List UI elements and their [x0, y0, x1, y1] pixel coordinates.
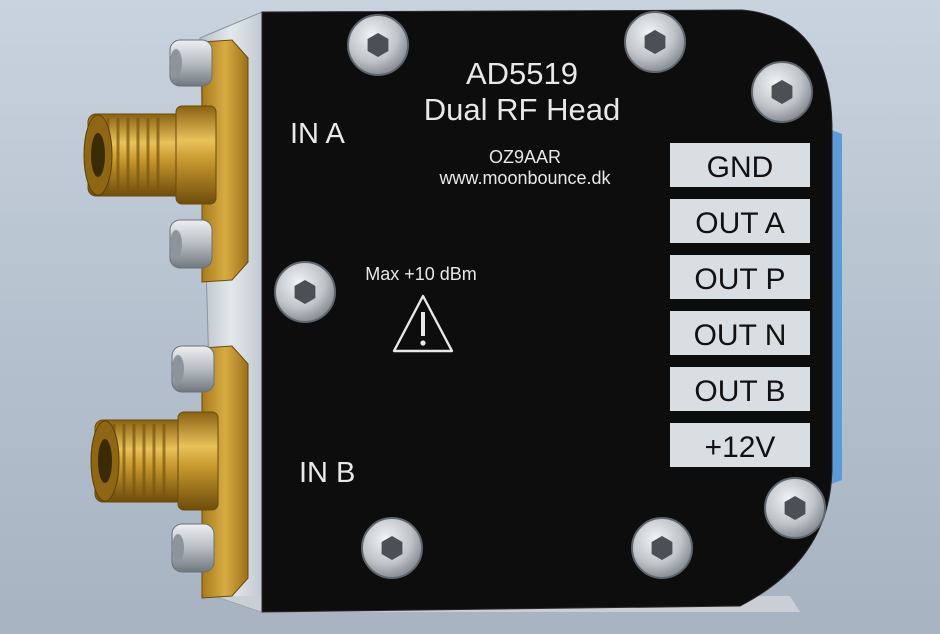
flange-screw-icon — [171, 345, 215, 393]
panel-screws — [274, 11, 826, 579]
panel-website: www.moonbounce.dk — [438, 168, 611, 188]
hex-screw-icon — [347, 14, 409, 76]
svg-text:OUT P: OUT P — [694, 263, 785, 296]
terminal-out-b: OUT B — [670, 367, 810, 411]
hex-screw-icon — [624, 11, 686, 73]
sma-connector-a[interactable] — [83, 105, 217, 205]
warning-text: Max +10 dBm — [365, 264, 477, 284]
input-label-a: IN A — [290, 118, 345, 150]
flange-screw-icon — [169, 39, 213, 87]
svg-text:+12V: +12V — [705, 431, 776, 464]
panel-callsign: OZ9AAR — [489, 147, 561, 167]
terminal-labels: GND OUT A OUT P OUT N OUT B +12V — [670, 143, 810, 467]
terminal-gnd: GND — [670, 143, 810, 187]
hex-screw-icon — [764, 477, 826, 539]
hex-screw-icon — [274, 261, 336, 323]
svg-text:OUT B: OUT B — [694, 375, 785, 408]
terminal-out-p: OUT P — [670, 255, 810, 299]
svg-text:OUT N: OUT N — [694, 319, 787, 352]
hex-screw-icon — [361, 517, 423, 579]
flange-screw-icon — [169, 219, 213, 269]
warning-triangle-icon — [392, 294, 454, 353]
terminal-out-n: OUT N — [670, 311, 810, 355]
svg-text:GND: GND — [707, 151, 774, 184]
sma-connector-b[interactable] — [90, 411, 219, 511]
terminal-out-a: OUT A — [670, 199, 810, 243]
flange-screw-icon — [171, 523, 215, 573]
input-label-b: IN B — [299, 457, 355, 489]
terminal-plus-12v: +12V — [670, 423, 810, 467]
svg-text:OUT A: OUT A — [695, 207, 784, 240]
panel-title: AD5519 — [466, 56, 578, 91]
connector-flange-a — [201, 39, 249, 283]
flange-screws — [169, 39, 215, 573]
panel-subtitle: Dual RF Head — [424, 92, 620, 127]
hex-screw-icon — [631, 517, 693, 579]
hex-screw-icon — [751, 61, 813, 123]
